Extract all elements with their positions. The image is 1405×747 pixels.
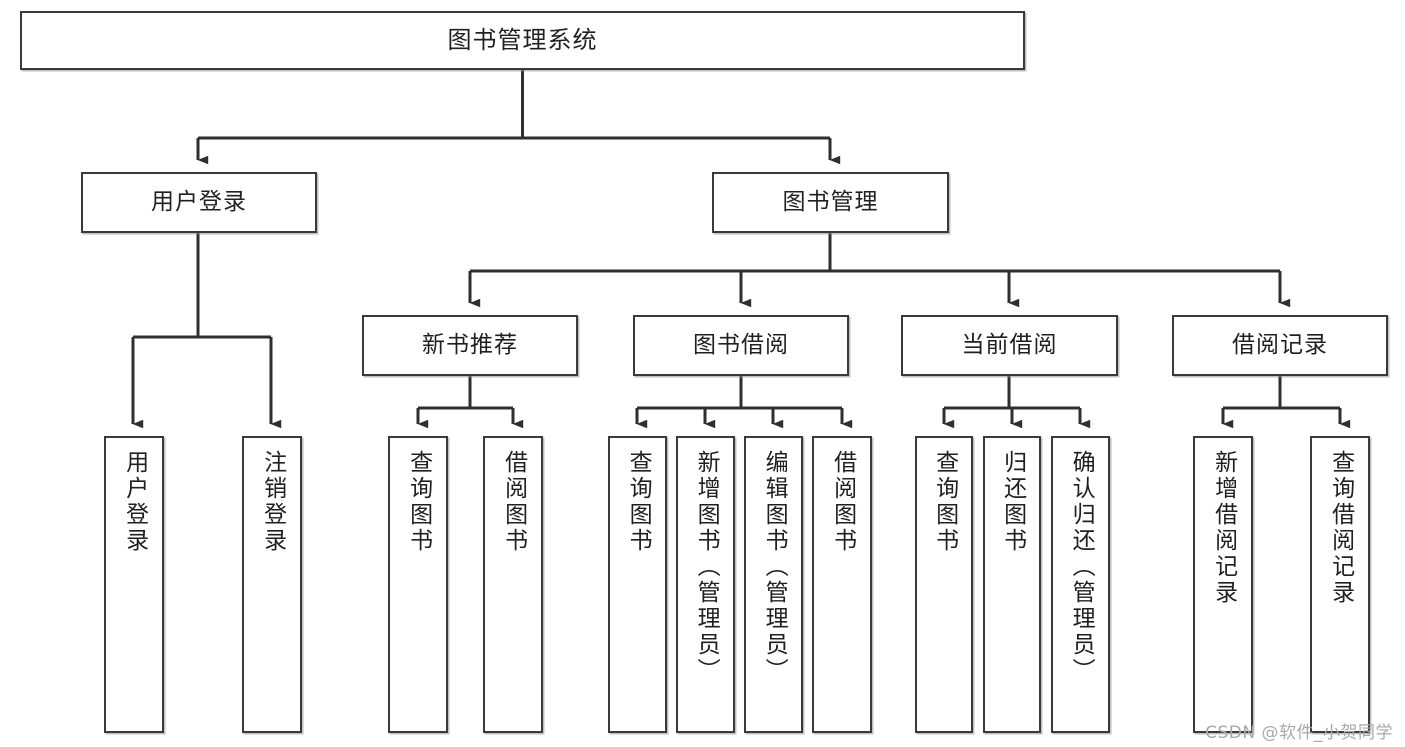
node-book-borrow[interactable]: 图书借阅 (633, 315, 849, 376)
node-label: 用户登录 (121, 450, 148, 554)
node-label: 归还图书 (999, 450, 1026, 554)
node-leaf-borrow-book-2[interactable]: 借阅图书 (812, 436, 872, 733)
node-label: 编辑图书（管理员） (761, 450, 788, 684)
node-label: 用户登录 (151, 189, 247, 216)
node-leaf-add-book[interactable]: 新增图书（管理员） (676, 436, 735, 733)
node-leaf-add-record[interactable]: 新增借阅记录 (1193, 436, 1253, 733)
node-label: 新增图书（管理员） (693, 450, 720, 684)
watermark-label: CSDN @软件_小贺同学 (1205, 723, 1393, 743)
node-label: 图书借阅 (693, 332, 789, 359)
node-label: 图书管理系统 (447, 25, 598, 54)
node-label: 查询图书 (625, 450, 652, 554)
node-user-login[interactable]: 用户登录 (81, 172, 317, 233)
node-leaf-confirm-ret[interactable]: 确认归还（管理员） (1051, 436, 1110, 733)
node-label: 借阅图书 (829, 450, 856, 554)
node-label: 当前借阅 (961, 332, 1058, 359)
node-label: 借阅图书 (500, 450, 527, 554)
node-label: 新增借阅记录 (1210, 450, 1237, 606)
node-leaf-borrow-book-1[interactable]: 借阅图书 (483, 436, 543, 733)
node-leaf-user-logout[interactable]: 注销登录 (242, 436, 302, 733)
node-new-book-rec[interactable]: 新书推荐 (362, 315, 578, 376)
node-book-manage[interactable]: 图书管理 (712, 172, 949, 233)
node-label: 查询借阅记录 (1327, 450, 1354, 606)
node-label: 查询图书 (931, 450, 958, 554)
node-label: 确认归还（管理员） (1068, 450, 1095, 684)
node-root[interactable]: 图书管理系统 (20, 11, 1025, 70)
node-borrow-record[interactable]: 借阅记录 (1172, 315, 1388, 376)
node-label: 注销登录 (259, 450, 286, 554)
node-current-borrow[interactable]: 当前借阅 (901, 315, 1118, 376)
node-leaf-query-record[interactable]: 查询借阅记录 (1310, 436, 1370, 733)
node-leaf-user-login[interactable]: 用户登录 (104, 436, 164, 733)
node-label: 借阅记录 (1232, 332, 1328, 359)
node-leaf-query-book-2[interactable]: 查询图书 (608, 436, 667, 733)
node-leaf-edit-book[interactable]: 编辑图书（管理员） (744, 436, 803, 733)
node-label: 查询图书 (405, 450, 432, 554)
node-label: 图书管理 (782, 189, 879, 216)
node-leaf-return-book[interactable]: 归还图书 (983, 436, 1041, 733)
node-leaf-query-book-3[interactable]: 查询图书 (915, 436, 973, 733)
node-leaf-query-book-1[interactable]: 查询图书 (388, 436, 448, 733)
node-label: 新书推荐 (422, 332, 518, 359)
